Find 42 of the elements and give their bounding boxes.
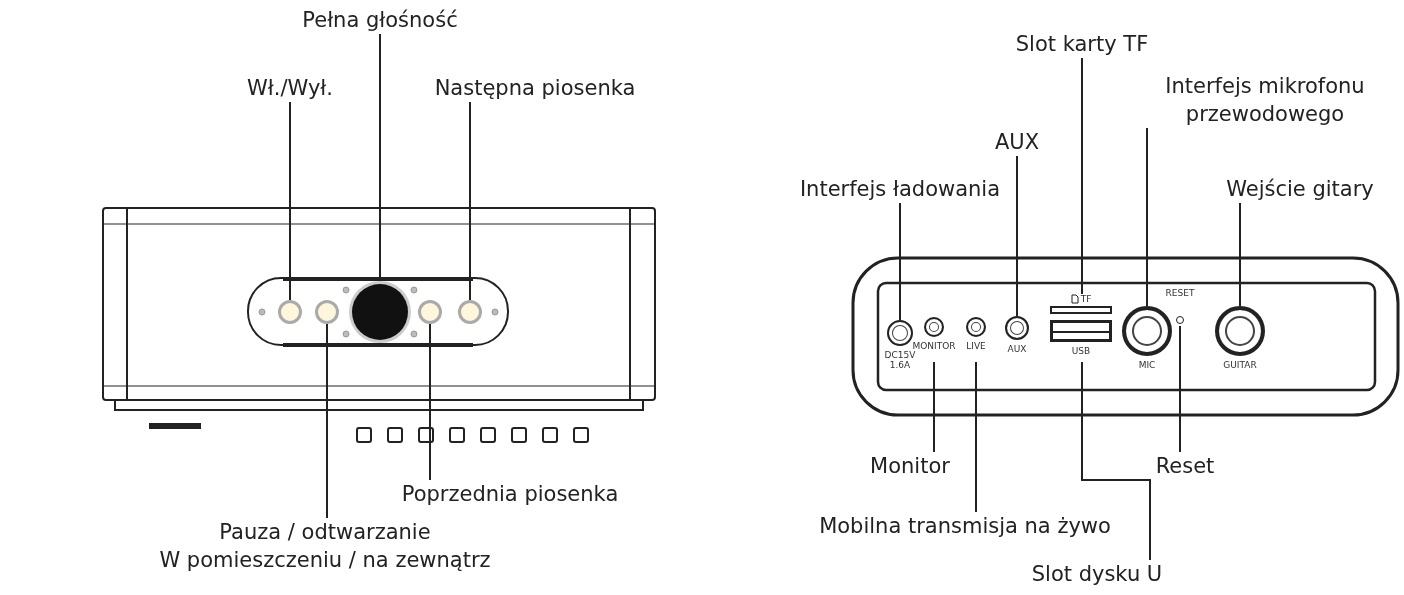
panel-label: USB — [1071, 346, 1091, 356]
callout-text: Wł./Wył. — [247, 74, 333, 102]
panel-label: LIVE — [966, 341, 986, 351]
round-button — [458, 300, 482, 324]
callout-text: W pomieszczeniu / na zewnątrz — [159, 547, 491, 574]
callout-text: Poprzednia piosenka — [401, 480, 619, 508]
leader-line — [429, 323, 431, 481]
panel-label: AUX — [1007, 344, 1027, 354]
leader-line — [1179, 325, 1181, 453]
leader-line — [469, 101, 471, 301]
leader-line — [289, 101, 291, 301]
panel-label: MONITOR — [912, 341, 956, 351]
round-button — [315, 300, 339, 324]
callout-text: AUX — [994, 128, 1040, 156]
volume-knob — [352, 284, 408, 340]
callout-text: Monitor — [870, 452, 950, 480]
callout-text: Wejście gitary — [1226, 175, 1374, 203]
panel-label: MIC — [1138, 360, 1156, 370]
leader-line — [326, 323, 328, 519]
leader-line — [975, 361, 977, 513]
callout-text: Pełna głośność — [302, 6, 458, 34]
round-button — [418, 300, 442, 324]
panel-label: GUITAR — [1223, 360, 1257, 370]
panel-label: TF — [1080, 294, 1092, 304]
callout-text: Slot dysku U — [1031, 560, 1163, 588]
callout-text: Następna piosenka — [434, 74, 636, 102]
leader-line — [1016, 155, 1018, 317]
leader-line — [1239, 202, 1241, 307]
leader-line — [1081, 361, 1151, 561]
callout-text: Pauza / odtwarzanie — [218, 519, 432, 546]
leader-line — [899, 202, 901, 321]
callout-text: Interfejs mikrofonu przewodowego — [1130, 72, 1400, 128]
panel-label: RESET — [1165, 288, 1195, 298]
leader-line — [1081, 57, 1083, 295]
leader-line — [933, 361, 935, 453]
round-button — [278, 300, 302, 324]
panel-label: DC15V 1.6A — [883, 350, 917, 370]
leader-line — [1146, 127, 1148, 307]
callout-text: Mobilna transmisja na żywo — [819, 512, 1111, 540]
callout-text: Interfejs ładowania — [799, 175, 1001, 203]
callout-text: Slot karty TF — [1015, 30, 1149, 58]
callout-text: Reset — [1155, 452, 1215, 480]
